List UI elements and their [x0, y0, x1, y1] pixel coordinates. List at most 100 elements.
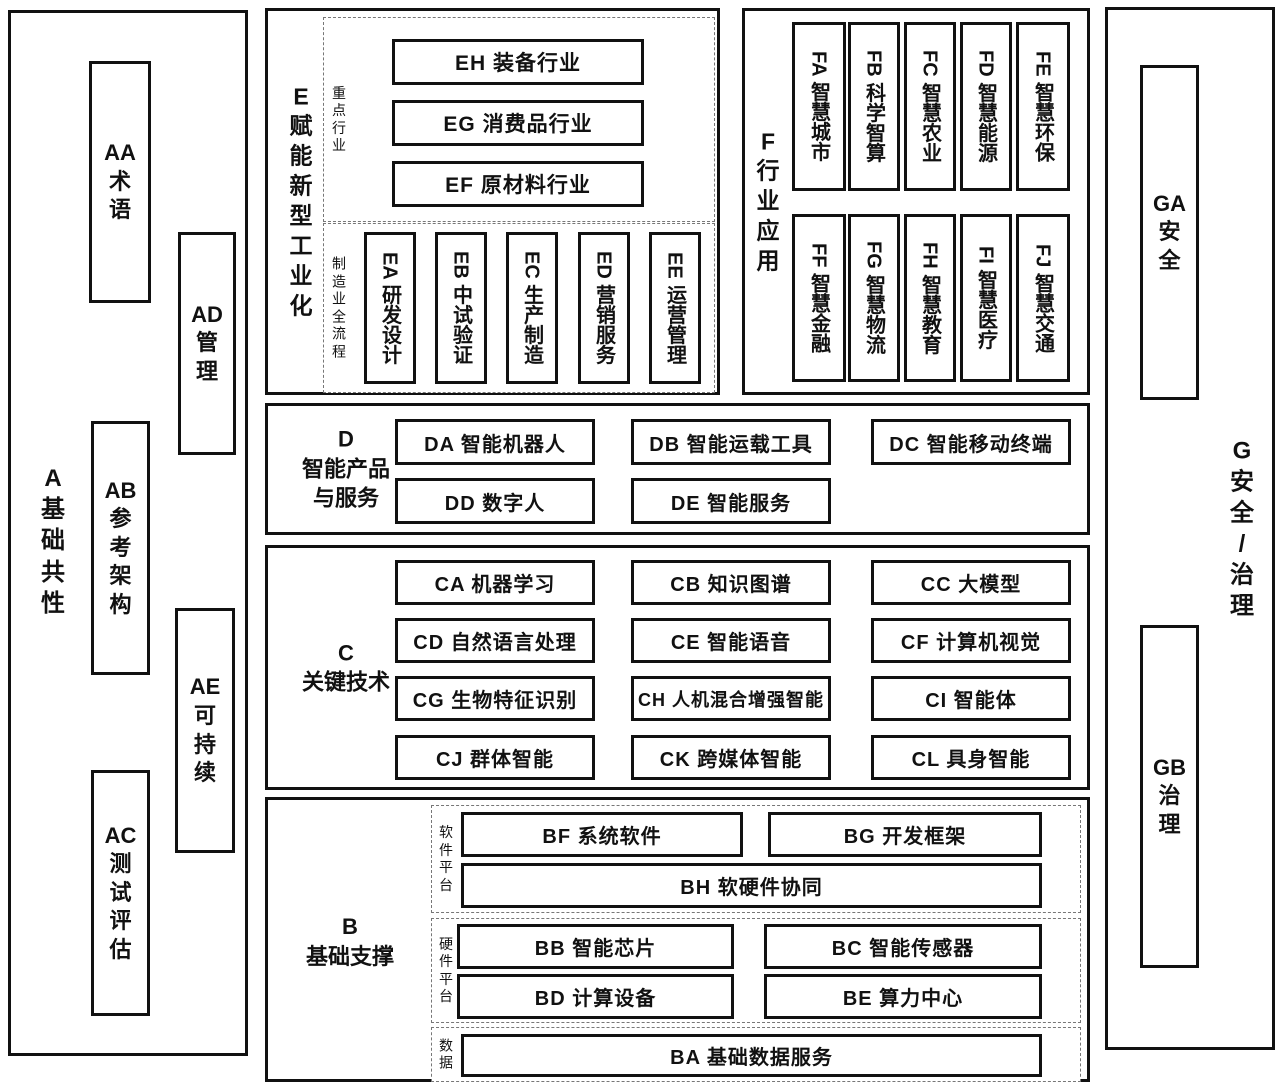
- node-aa-label: AA 术 语: [104, 140, 136, 223]
- node-ch: CH 人机混合增强智能: [631, 676, 831, 721]
- node-bd: BD 计算设备: [457, 974, 734, 1019]
- node-ce: CE 智能语音: [631, 618, 831, 663]
- node-aa: AA 术 语: [89, 61, 151, 303]
- group-label-manufacturing-process: 制 造 业 全 流 程: [332, 255, 346, 360]
- node-ga-label: GA 安 全: [1153, 190, 1186, 273]
- label-f: F 行 业 应 用: [756, 127, 780, 274]
- label-g: G 安 全 / 治 理: [1230, 436, 1254, 620]
- node-cb: CB 知识图谱: [631, 560, 831, 605]
- node-cj-label: CJ 群体智能: [435, 749, 555, 771]
- node-db: DB 智能运载工具: [631, 419, 831, 465]
- node-fc-label: FC 智慧农业: [918, 50, 941, 163]
- node-ff-label: FF 智慧金融: [807, 243, 830, 353]
- node-cd: CD 自然语言处理: [395, 618, 595, 663]
- node-ca-label: CA 机器学习: [434, 574, 556, 596]
- node-ce-label: CE 智能语音: [670, 632, 792, 654]
- node-bb-label: BB 智能芯片: [534, 938, 657, 960]
- node-fe: FE 智慧环保: [1016, 22, 1070, 191]
- node-ef-label: EF 原材料行业: [445, 174, 591, 197]
- node-cd-label: CD 自然语言处理: [413, 632, 577, 654]
- node-ad: AD 管 理: [178, 232, 236, 455]
- node-fi: FI 智慧医疗: [960, 214, 1012, 382]
- node-fb-label: FB 科学智算: [862, 50, 885, 163]
- node-ci-label: CI 智能体: [925, 690, 1017, 712]
- node-be: BE 算力中心: [764, 974, 1042, 1019]
- node-cl-label: CL 具身智能: [911, 749, 1031, 771]
- node-ea: EA 研发设计: [364, 232, 416, 384]
- group-label-software-platform: 软 件 平 台: [439, 824, 453, 893]
- node-eg-label: EG 消费品行业: [443, 113, 593, 136]
- node-ac: AC 测 试 评 估: [91, 770, 150, 1016]
- node-bg-label: BG 开发框架: [843, 826, 967, 848]
- node-db-label: DB 智能运载工具: [649, 433, 813, 456]
- section-c: C 关键技术 CA 机器学习 CB 知识图谱 CC 大模型 CD 自然语言处理 …: [265, 545, 1090, 790]
- node-gb: GB 治 理: [1140, 625, 1199, 968]
- node-cl: CL 具身智能: [871, 735, 1071, 780]
- node-cf: CF 计算机视觉: [871, 618, 1071, 663]
- node-ed-label: ED 营销服务: [592, 251, 615, 365]
- group-hardware-platform: 硬 件 平 台 BB 智能芯片 BC 智能传感器 BD 计算设备 BE 算力中心: [431, 918, 1081, 1023]
- group-manufacturing-process: 制 造 业 全 流 程 EA 研发设计 EB 中试验证 EC 生产制造 ED 营…: [323, 223, 715, 393]
- node-fa: FA 智慧城市: [792, 22, 846, 191]
- node-cj: CJ 群体智能: [395, 735, 595, 780]
- node-eb: EB 中试验证: [435, 232, 487, 384]
- node-dc-label: DC 智能移动终端: [889, 433, 1053, 456]
- node-ca: CA 机器学习: [395, 560, 595, 605]
- group-data: 数 据 BA 基础数据服务: [431, 1027, 1081, 1082]
- section-b: B 基础支撑 软 件 平 台 BF 系统软件 BG 开发框架 BH 软硬件协同 …: [265, 797, 1090, 1082]
- node-fe-label: FE 智慧环保: [1031, 50, 1054, 163]
- node-fd: FD 智慧能源: [960, 22, 1012, 191]
- node-ac-label: AC 测 试 评 估: [104, 822, 137, 962]
- node-eb-label: EB 中试验证: [449, 251, 472, 365]
- node-da-label: DA 智能机器人: [424, 433, 566, 456]
- node-bf-label: BF 系统软件: [542, 826, 662, 848]
- group-label-data: 数 据: [439, 1037, 453, 1071]
- group-software-platform: 软 件 平 台 BF 系统软件 BG 开发框架 BH 软硬件协同: [431, 805, 1081, 913]
- node-ee: EE 运营管理: [649, 232, 701, 384]
- section-f: F 行 业 应 用 FA 智慧城市 FB 科学智算 FC 智慧农业 FD 智慧能…: [742, 8, 1090, 395]
- node-fh-label: FH 智慧教育: [918, 241, 941, 355]
- node-ee-label: EE 运营管理: [663, 251, 686, 365]
- group-label-hardware-platform: 硬 件 平 台: [439, 935, 453, 1005]
- node-fb: FB 科学智算: [848, 22, 900, 191]
- node-bb: BB 智能芯片: [457, 924, 734, 969]
- node-ba: BA 基础数据服务: [461, 1034, 1042, 1077]
- node-cb-label: CB 知识图谱: [670, 574, 792, 596]
- node-ec-label: EC 生产制造: [520, 251, 543, 365]
- section-a: A 基 础 共 性 AA 术 语 AD 管 理 AB 参 考 架 构 AE 可 …: [8, 10, 248, 1056]
- node-de-label: DE 智能服务: [670, 492, 792, 515]
- node-cf-label: CF 计算机视觉: [900, 632, 1042, 654]
- node-eg: EG 消费品行业: [392, 100, 644, 146]
- node-de: DE 智能服务: [631, 478, 831, 524]
- group-label-key-industries: 重 点 行 业: [332, 84, 346, 154]
- node-fc: FC 智慧农业: [904, 22, 956, 191]
- label-a: A 基 础 共 性: [41, 465, 65, 617]
- node-fh: FH 智慧教育: [904, 214, 956, 382]
- node-ae-label: AE 可 持 续: [189, 674, 221, 786]
- node-ga: GA 安 全: [1140, 65, 1199, 400]
- node-ed: ED 营销服务: [578, 232, 630, 384]
- node-bg: BG 开发框架: [768, 812, 1042, 857]
- label-c: C 关键技术: [301, 639, 390, 695]
- node-bh-label: BH 软硬件协同: [680, 877, 823, 899]
- node-fg-label: FG 智慧物流: [862, 241, 885, 355]
- node-fa-label: FA 智慧城市: [807, 51, 830, 162]
- node-ff: FF 智慧金融: [792, 214, 846, 382]
- node-dc: DC 智能移动终端: [871, 419, 1071, 465]
- node-fi-label: FI 智慧医疗: [974, 246, 997, 350]
- node-ba-label: BA 基础数据服务: [670, 1047, 833, 1069]
- node-ab-label: AB 参 考 架 构: [104, 477, 137, 617]
- label-b: B 基础支撑: [305, 914, 394, 969]
- node-ec: EC 生产制造: [506, 232, 558, 384]
- node-be-label: BE 算力中心: [842, 988, 964, 1010]
- node-bd-label: BD 计算设备: [534, 988, 657, 1010]
- node-bh: BH 软硬件协同: [461, 863, 1042, 908]
- node-eh: EH 装备行业: [392, 39, 644, 85]
- node-bf: BF 系统软件: [461, 812, 743, 857]
- section-d: D 智能产品 与服务 DA 智能机器人 DB 智能运载工具 DC 智能移动终端 …: [265, 403, 1090, 535]
- node-cc: CC 大模型: [871, 560, 1071, 605]
- node-gb-label: GB 治 理: [1153, 754, 1186, 837]
- node-ck-label: CK 跨媒体智能: [659, 749, 803, 771]
- node-dd-label: DD 数字人: [444, 492, 546, 515]
